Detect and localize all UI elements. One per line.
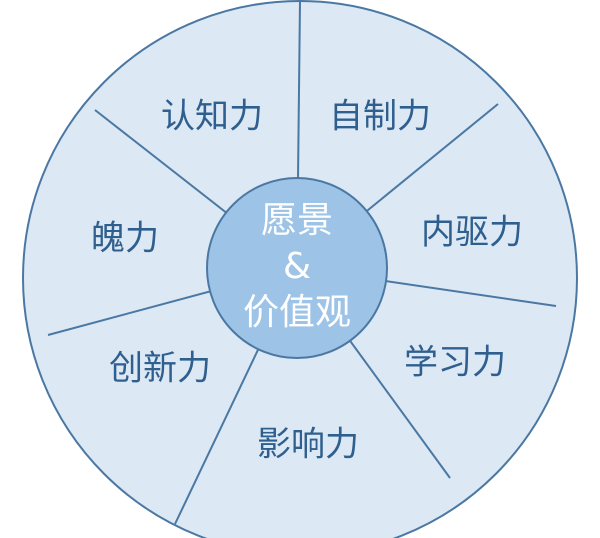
segment-boldness: 魄力 bbox=[91, 219, 159, 259]
segment-learning: 学习力 bbox=[404, 343, 506, 383]
segment-cognition: 认知力 bbox=[161, 97, 263, 137]
segment-influence: 影响力 bbox=[257, 425, 359, 465]
segment-self-control: 自制力 bbox=[329, 97, 431, 137]
center-line2: & bbox=[283, 246, 311, 287]
center-circle bbox=[206, 177, 388, 359]
segment-drive: 内驱力 bbox=[421, 213, 523, 253]
center-line3: 价值观 bbox=[243, 292, 351, 333]
center-line1: 愿景 bbox=[261, 200, 333, 241]
segment-innovation: 创新力 bbox=[109, 349, 211, 389]
